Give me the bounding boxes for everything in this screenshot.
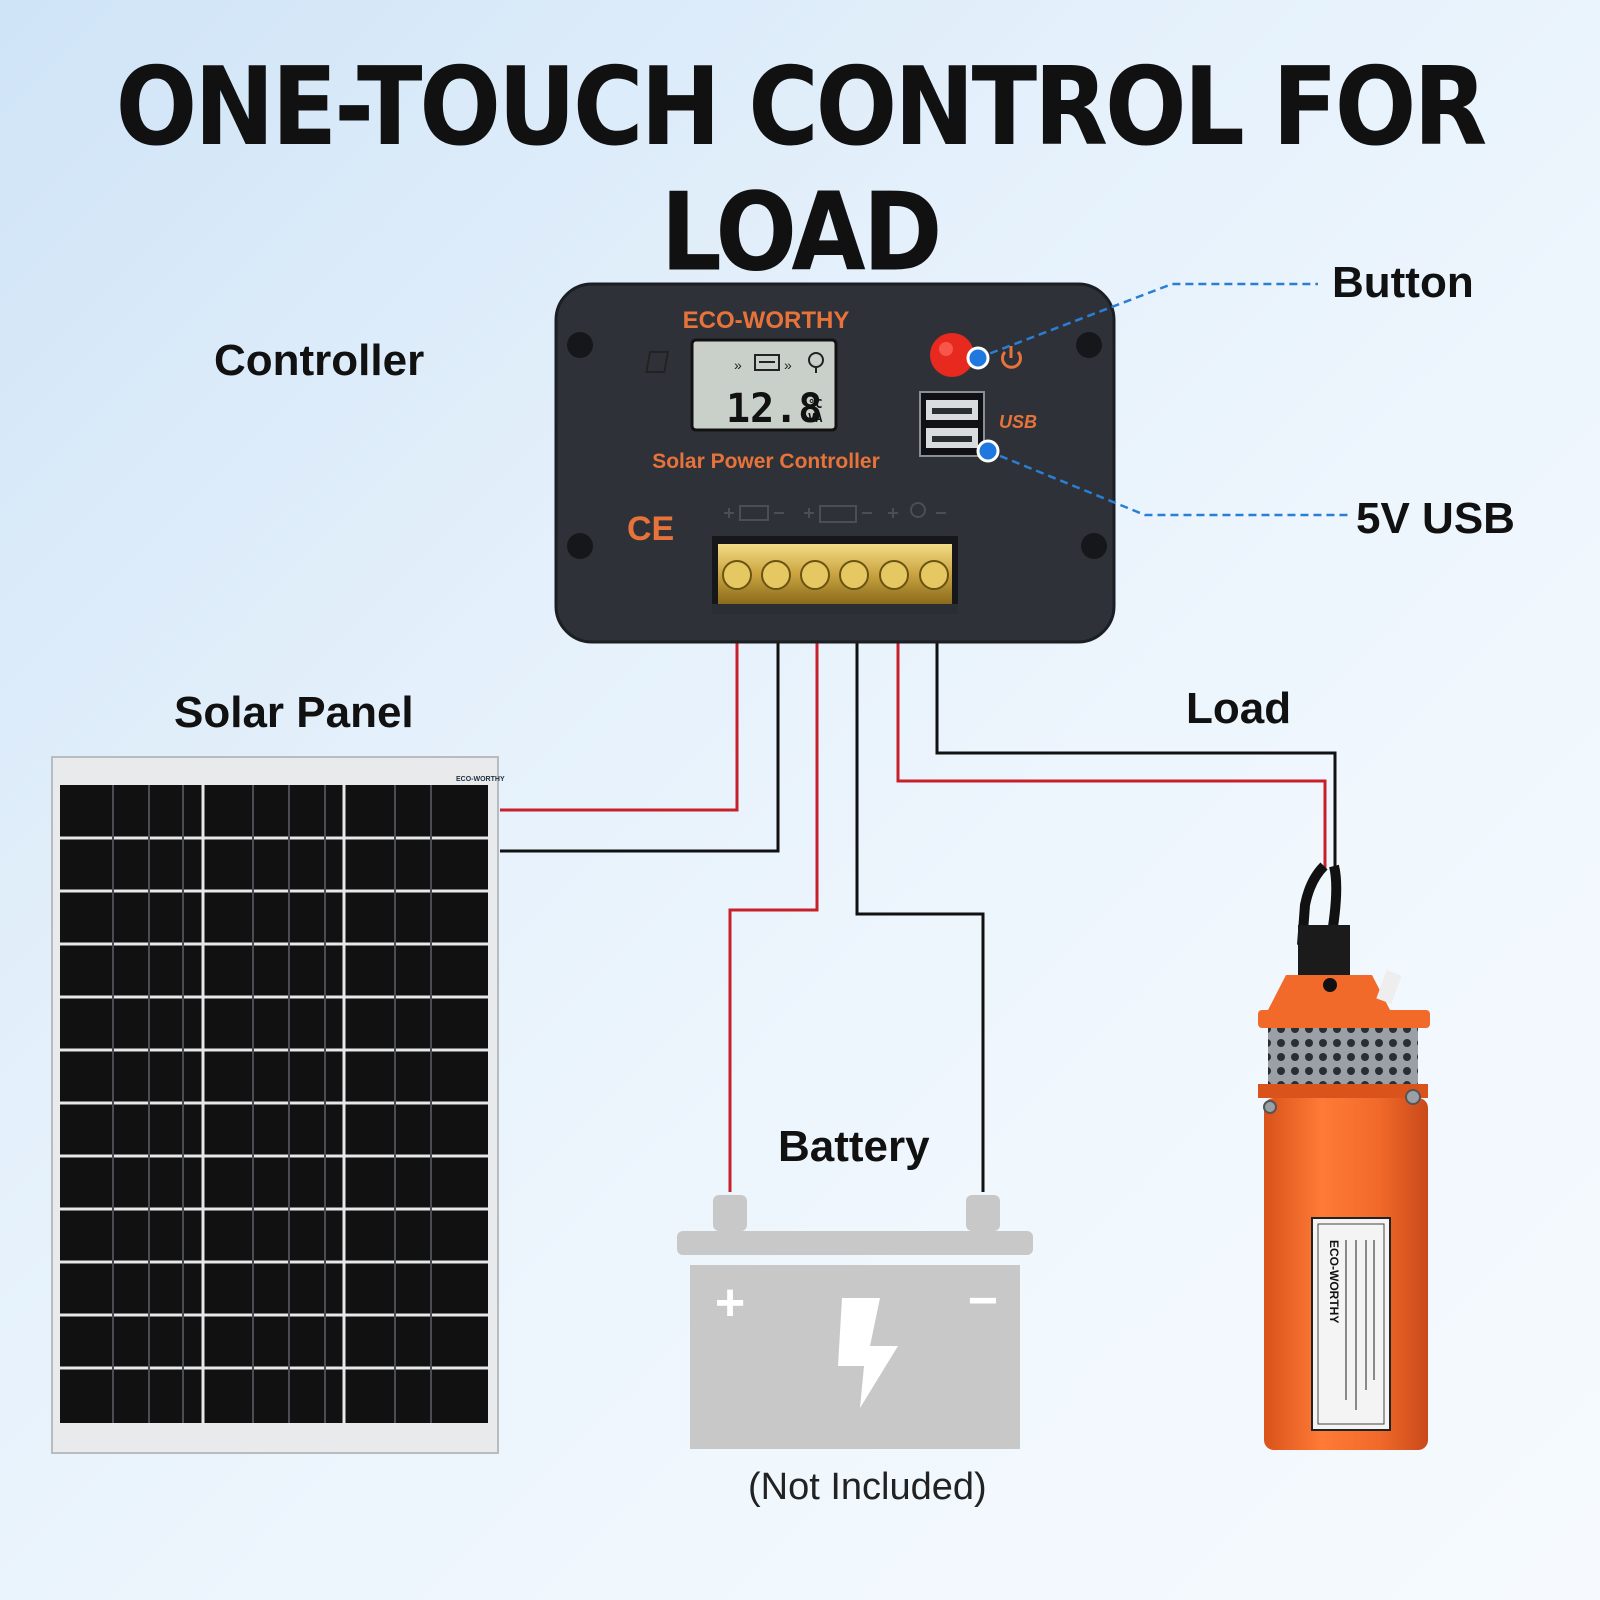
solar-positive-wire xyxy=(500,640,739,812)
power-icon xyxy=(1001,346,1022,369)
usb-label: 5V USB xyxy=(1356,494,1515,543)
ce-mark: CE xyxy=(627,510,674,548)
button-callout xyxy=(966,282,1318,370)
pump-brand-text: ECO-WORTHY xyxy=(1327,1240,1341,1323)
solar-panel: ECO-WORTHY xyxy=(51,756,505,1454)
load-label: Load xyxy=(1186,684,1292,733)
battery-positive-wire xyxy=(728,640,819,1192)
battery-negative-wire xyxy=(855,640,985,1192)
charge-controller: ECO-WORTHY » » 12.8 °C VA Solar Power Co… xyxy=(554,282,1116,644)
lcd-unit-celsius: °C xyxy=(808,397,822,411)
arrow-icon: » xyxy=(784,357,792,373)
battery-icon xyxy=(754,354,780,371)
controller-label: Controller xyxy=(214,336,425,385)
solar-panel-icon xyxy=(645,351,670,373)
usb-port[interactable] xyxy=(919,391,985,457)
not-included-note: (Not Included) xyxy=(748,1466,987,1508)
button-label: Button xyxy=(1332,258,1474,307)
page-title: ONE-TOUCH CONTROL FOR LOAD xyxy=(115,44,1488,296)
power-button[interactable] xyxy=(930,333,974,377)
lcd-display: » » 12.8 °C VA xyxy=(645,338,838,432)
load-negative-wire xyxy=(935,640,1337,870)
usb-callout xyxy=(976,439,1350,517)
load-positive-wire xyxy=(896,632,1327,870)
lightning-bolt-icon xyxy=(838,1298,898,1408)
lcd-unit-va: VA xyxy=(808,411,823,425)
arrow-icon: » xyxy=(734,357,742,373)
controller-brand-text: ECO-WORTHY xyxy=(683,307,850,334)
battery-label: Battery xyxy=(778,1122,930,1171)
controller-name-text: Solar Power Controller xyxy=(652,450,880,473)
solar-panel-label: Solar Panel xyxy=(174,688,414,737)
water-pump: ECO-WORTHY xyxy=(1258,862,1430,1450)
battery: + − xyxy=(677,1195,1033,1449)
battery-minus-sign: − xyxy=(968,1272,998,1330)
panel-brand-text: ECO-WORTHY xyxy=(456,776,505,783)
terminal-block xyxy=(712,536,958,614)
terminal-symbols xyxy=(724,502,946,523)
solar-negative-wire xyxy=(500,640,780,853)
bulb-icon xyxy=(808,352,824,373)
battery-plus-sign: + xyxy=(715,1274,745,1332)
lcd-value: 12.8 xyxy=(726,386,822,432)
usb-badge: USB xyxy=(999,412,1037,432)
